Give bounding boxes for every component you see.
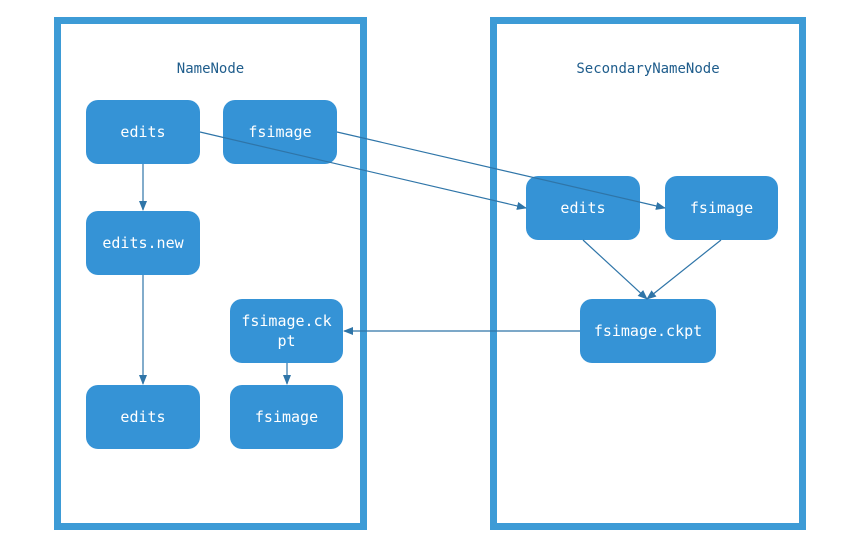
arrow-namenode-edits-to-secondary-edits — [199, 131, 527, 210]
secondary-fsimage-node: fsimage — [665, 176, 778, 240]
namenode-fsimage-ckpt-node: fsimage.ck pt — [230, 299, 343, 363]
arrow-secondary-fsimage-to-ckpt — [646, 239, 722, 300]
namenode-fsimage-bottom-node: fsimage — [230, 385, 343, 449]
secondary-namenode-panel: SecondaryNameNode — [490, 17, 806, 530]
namenode-title: NameNode — [176, 61, 245, 77]
namenode-edits-new-node: edits.new — [86, 211, 200, 275]
secondary-namenode-title: SecondaryNameNode — [576, 61, 720, 77]
secondary-edits-node: edits — [526, 176, 640, 240]
namenode-edits-bottom-node: edits — [86, 385, 200, 449]
arrow-secondary-edits-to-ckpt — [582, 239, 648, 300]
namenode-fsimage-node: fsimage — [223, 100, 337, 164]
secondary-fsimage-ckpt-node: fsimage.ckpt — [580, 299, 716, 363]
arrow-namenode-fsimage-to-secondary-fsimage — [336, 131, 666, 210]
namenode-edits-node: edits — [86, 100, 200, 164]
